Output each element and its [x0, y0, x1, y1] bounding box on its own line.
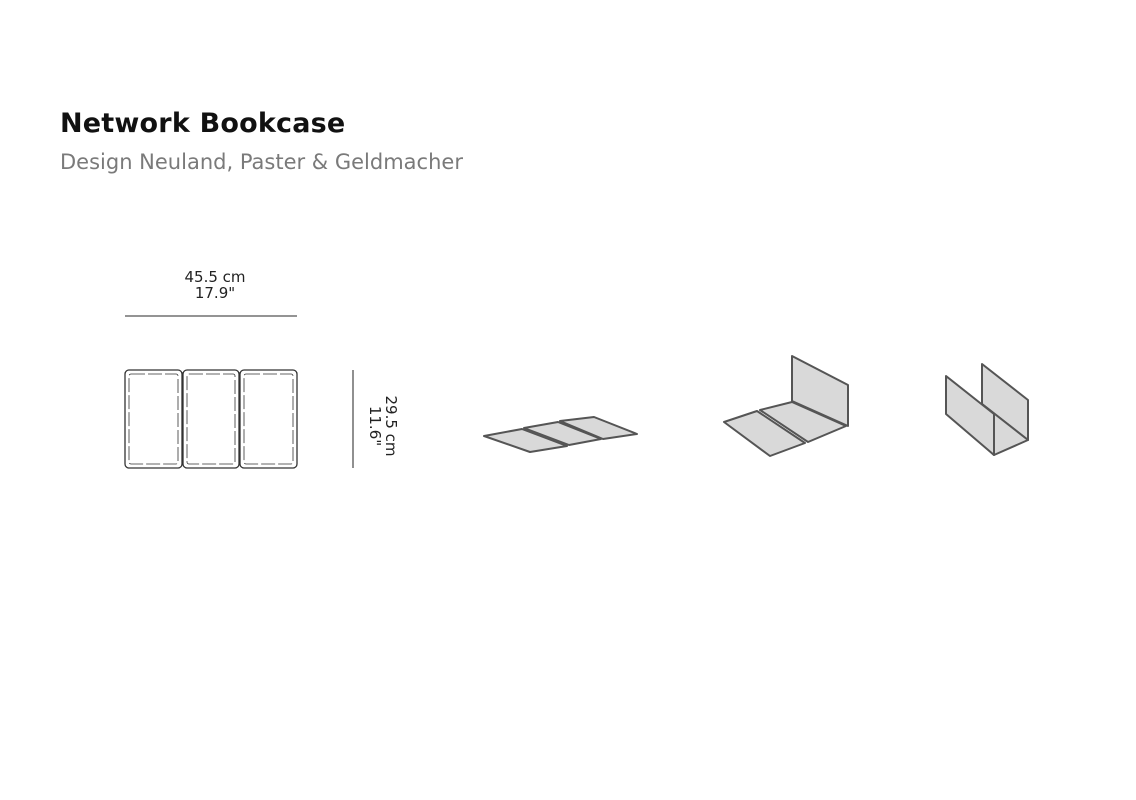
l-shape-perspective-drawing — [723, 355, 849, 457]
flat-perspective-drawing — [483, 416, 638, 453]
top-view-drawing — [124, 369, 298, 469]
width-in: 17.9" — [194, 284, 236, 302]
width-dimension: 45.5 cm 17.9" — [170, 269, 260, 301]
designer-subtitle: Design Neuland, Paster & Geldmacher — [60, 150, 463, 174]
u-shape-perspective-drawing — [945, 363, 1029, 456]
width-cm: 45.5 cm — [184, 268, 246, 286]
product-title: Network Bookcase — [60, 108, 346, 139]
